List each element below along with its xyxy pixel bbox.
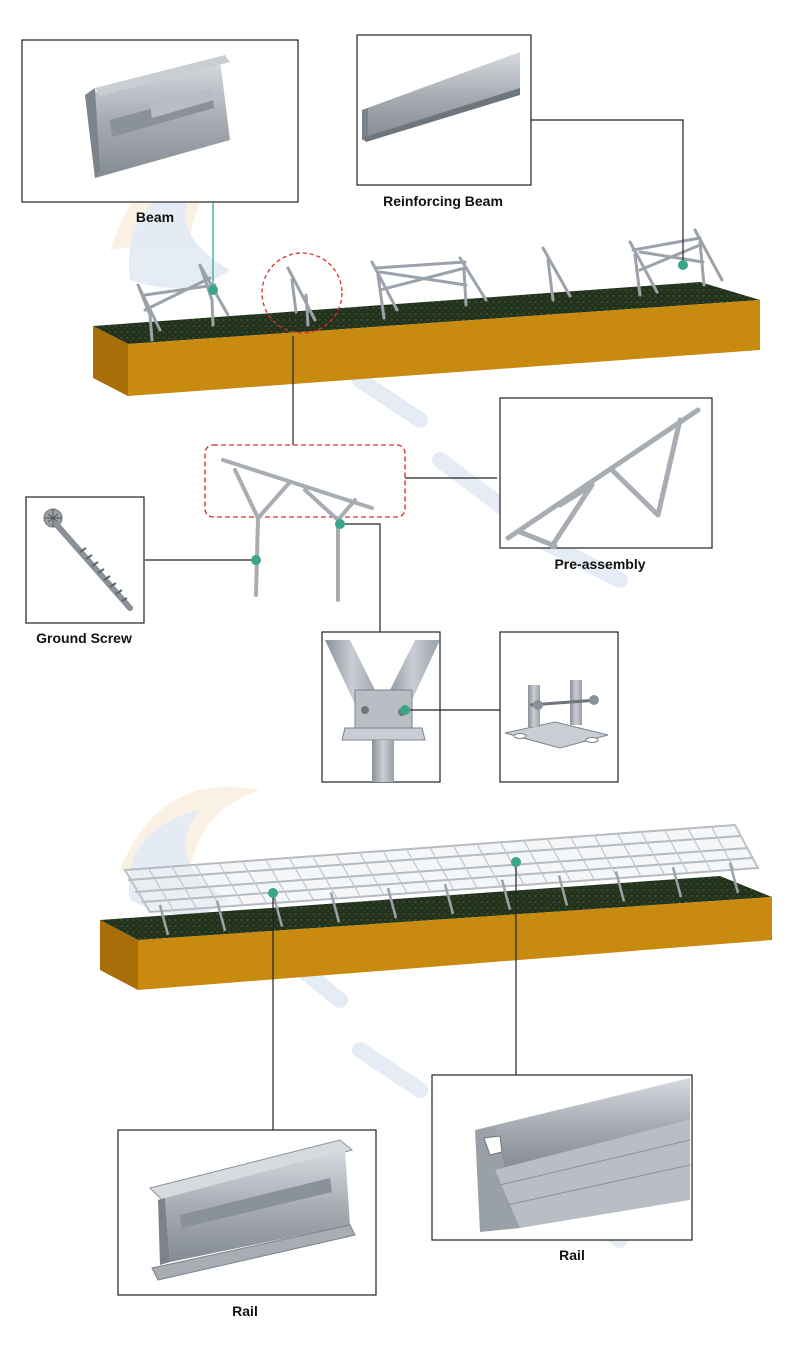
panel-divider — [288, 857, 315, 901]
panel-divider — [218, 862, 245, 906]
panel-divider — [241, 861, 268, 904]
rail-right-label: Rail — [559, 1247, 585, 1263]
bottom-array-dividers — [124, 824, 759, 913]
panel-divider — [546, 838, 572, 882]
panel-divider — [687, 828, 712, 872]
panel-divider — [523, 840, 549, 884]
panel-divider — [147, 867, 174, 911]
support-leg — [671, 866, 683, 898]
panel-divider — [265, 859, 291, 903]
panel-divider — [359, 852, 385, 896]
reinforcing-beam-label: Reinforcing Beam — [383, 193, 503, 209]
support-leg — [158, 904, 170, 936]
frame-detail-render — [221, 458, 374, 602]
panel-divider — [194, 864, 221, 908]
ground-screw-marker — [251, 555, 261, 565]
detail-callout-circle — [261, 252, 343, 334]
panel-divider — [664, 829, 689, 874]
top-mounting-structures — [136, 228, 724, 342]
support-leg — [329, 892, 341, 923]
support-leg — [728, 862, 740, 894]
frame-detail-callout-box — [204, 444, 406, 518]
panel-divider — [312, 855, 338, 899]
support-leg — [443, 883, 455, 915]
support-leg — [386, 887, 398, 919]
rail-left-render — [149, 1139, 356, 1281]
panel-divider — [476, 843, 502, 887]
support-leg — [272, 896, 284, 927]
panel-divider — [452, 845, 478, 889]
rail-left-marker — [268, 888, 278, 898]
base-plate-image-frame — [499, 631, 619, 783]
beam-marker — [208, 285, 218, 295]
panel-divider — [382, 850, 408, 894]
reinforcing-beam-marker — [678, 260, 688, 270]
connector-marker — [400, 705, 410, 715]
support-leg — [500, 879, 512, 911]
panel-divider — [640, 831, 665, 876]
reinforcing-beam-render — [362, 52, 520, 142]
base-plate-render — [504, 680, 609, 749]
panel-divider — [734, 824, 759, 869]
panel-divider — [171, 866, 198, 909]
rail-right-marker — [511, 857, 521, 867]
ground-screw-label: Ground Screw — [36, 630, 132, 646]
base-connector-marker — [335, 519, 345, 529]
panel-divider — [429, 847, 455, 891]
pre-assembly-render — [505, 407, 701, 549]
panel-divider — [335, 854, 361, 898]
beam-profile-render — [85, 55, 230, 178]
panel-divider — [617, 833, 642, 877]
support-leg — [215, 900, 227, 932]
ground-block-bottom — [100, 876, 772, 990]
rail-right-render — [475, 1078, 691, 1232]
support-leg — [557, 875, 569, 906]
panel-divider — [406, 848, 432, 892]
rail-left-label: Rail — [232, 1303, 258, 1319]
reinforcing-beam-leader-line — [531, 119, 684, 265]
ground-block-top — [93, 282, 760, 396]
ground-screw-render — [43, 508, 133, 611]
bottom-array-legs — [158, 862, 740, 936]
pre-assembly-label: Pre-assembly — [554, 556, 645, 572]
beam-label: Beam — [136, 209, 174, 225]
panel-divider — [593, 835, 619, 879]
support-leg — [614, 871, 626, 902]
panel-divider — [124, 869, 151, 913]
panel-divider — [570, 836, 595, 881]
panel-divider — [711, 826, 736, 870]
